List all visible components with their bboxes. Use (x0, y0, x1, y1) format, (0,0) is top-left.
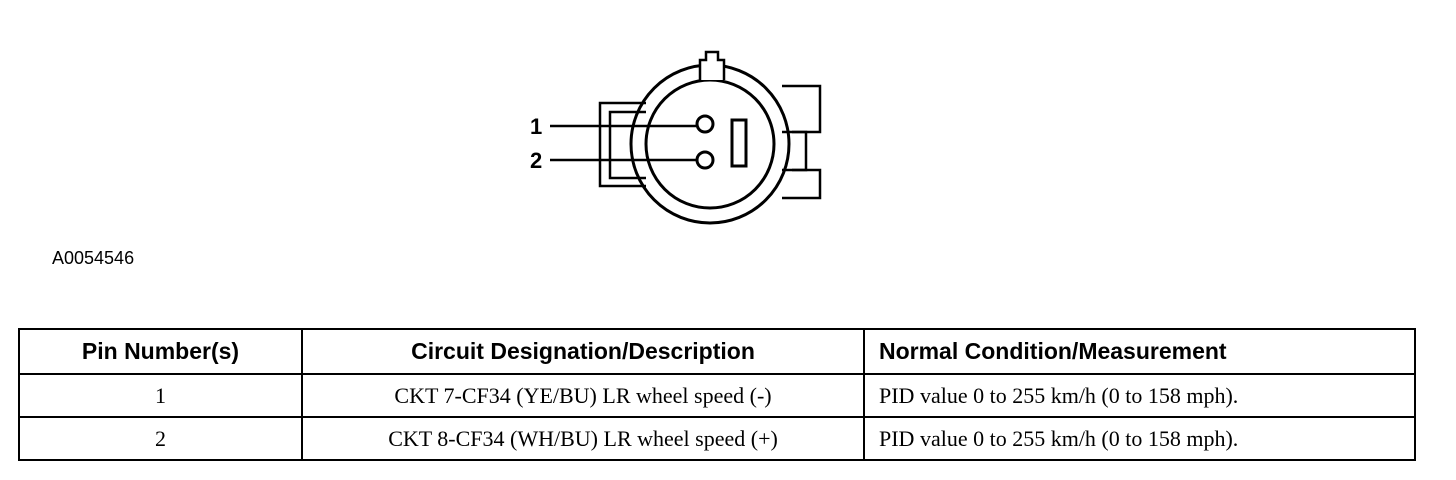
cell-circuit-designation: CKT 8-CF34 (WH/BU) LR wheel speed (+) (301, 416, 865, 461)
pin-2-terminal (695, 150, 715, 170)
cell-normal-condition: PID value 0 to 255 km/h (0 to 158 mph). (863, 373, 1416, 418)
pin-label-2: 2 (530, 148, 542, 173)
cell-pin-number: 1 (18, 373, 303, 418)
connector-housing-rect (598, 101, 646, 188)
blade-terminal (730, 118, 748, 168)
header-normal-condition: Normal Condition/Measurement (863, 328, 1416, 375)
pin-leader-lines (550, 124, 696, 162)
connector-body (629, 63, 791, 225)
connector-side-tabs (782, 84, 822, 200)
header-pin-number: Pin Number(s) (18, 328, 303, 375)
header-circuit-designation: Circuit Designation/Description (301, 328, 865, 375)
connector-diagram: 1 2 (530, 50, 822, 225)
figure-id: A0054546 (52, 248, 135, 268)
table-row: 2 CKT 8-CF34 (WH/BU) LR wheel speed (+) … (18, 416, 1416, 461)
cell-normal-condition: PID value 0 to 255 km/h (0 to 158 mph). (863, 416, 1416, 461)
pin-table: Pin Number(s) Circuit Designation/Descri… (18, 328, 1416, 461)
table-header-row: Pin Number(s) Circuit Designation/Descri… (18, 328, 1416, 375)
pin-label-1: 1 (530, 114, 542, 139)
cell-circuit-designation: CKT 7-CF34 (YE/BU) LR wheel speed (-) (301, 373, 865, 418)
terminal-pins (695, 114, 748, 170)
locking-key (698, 50, 726, 80)
table-row: 1 CKT 7-CF34 (YE/BU) LR wheel speed (-) … (18, 373, 1416, 418)
pin-1-terminal (695, 114, 715, 134)
cell-pin-number: 2 (18, 416, 303, 461)
